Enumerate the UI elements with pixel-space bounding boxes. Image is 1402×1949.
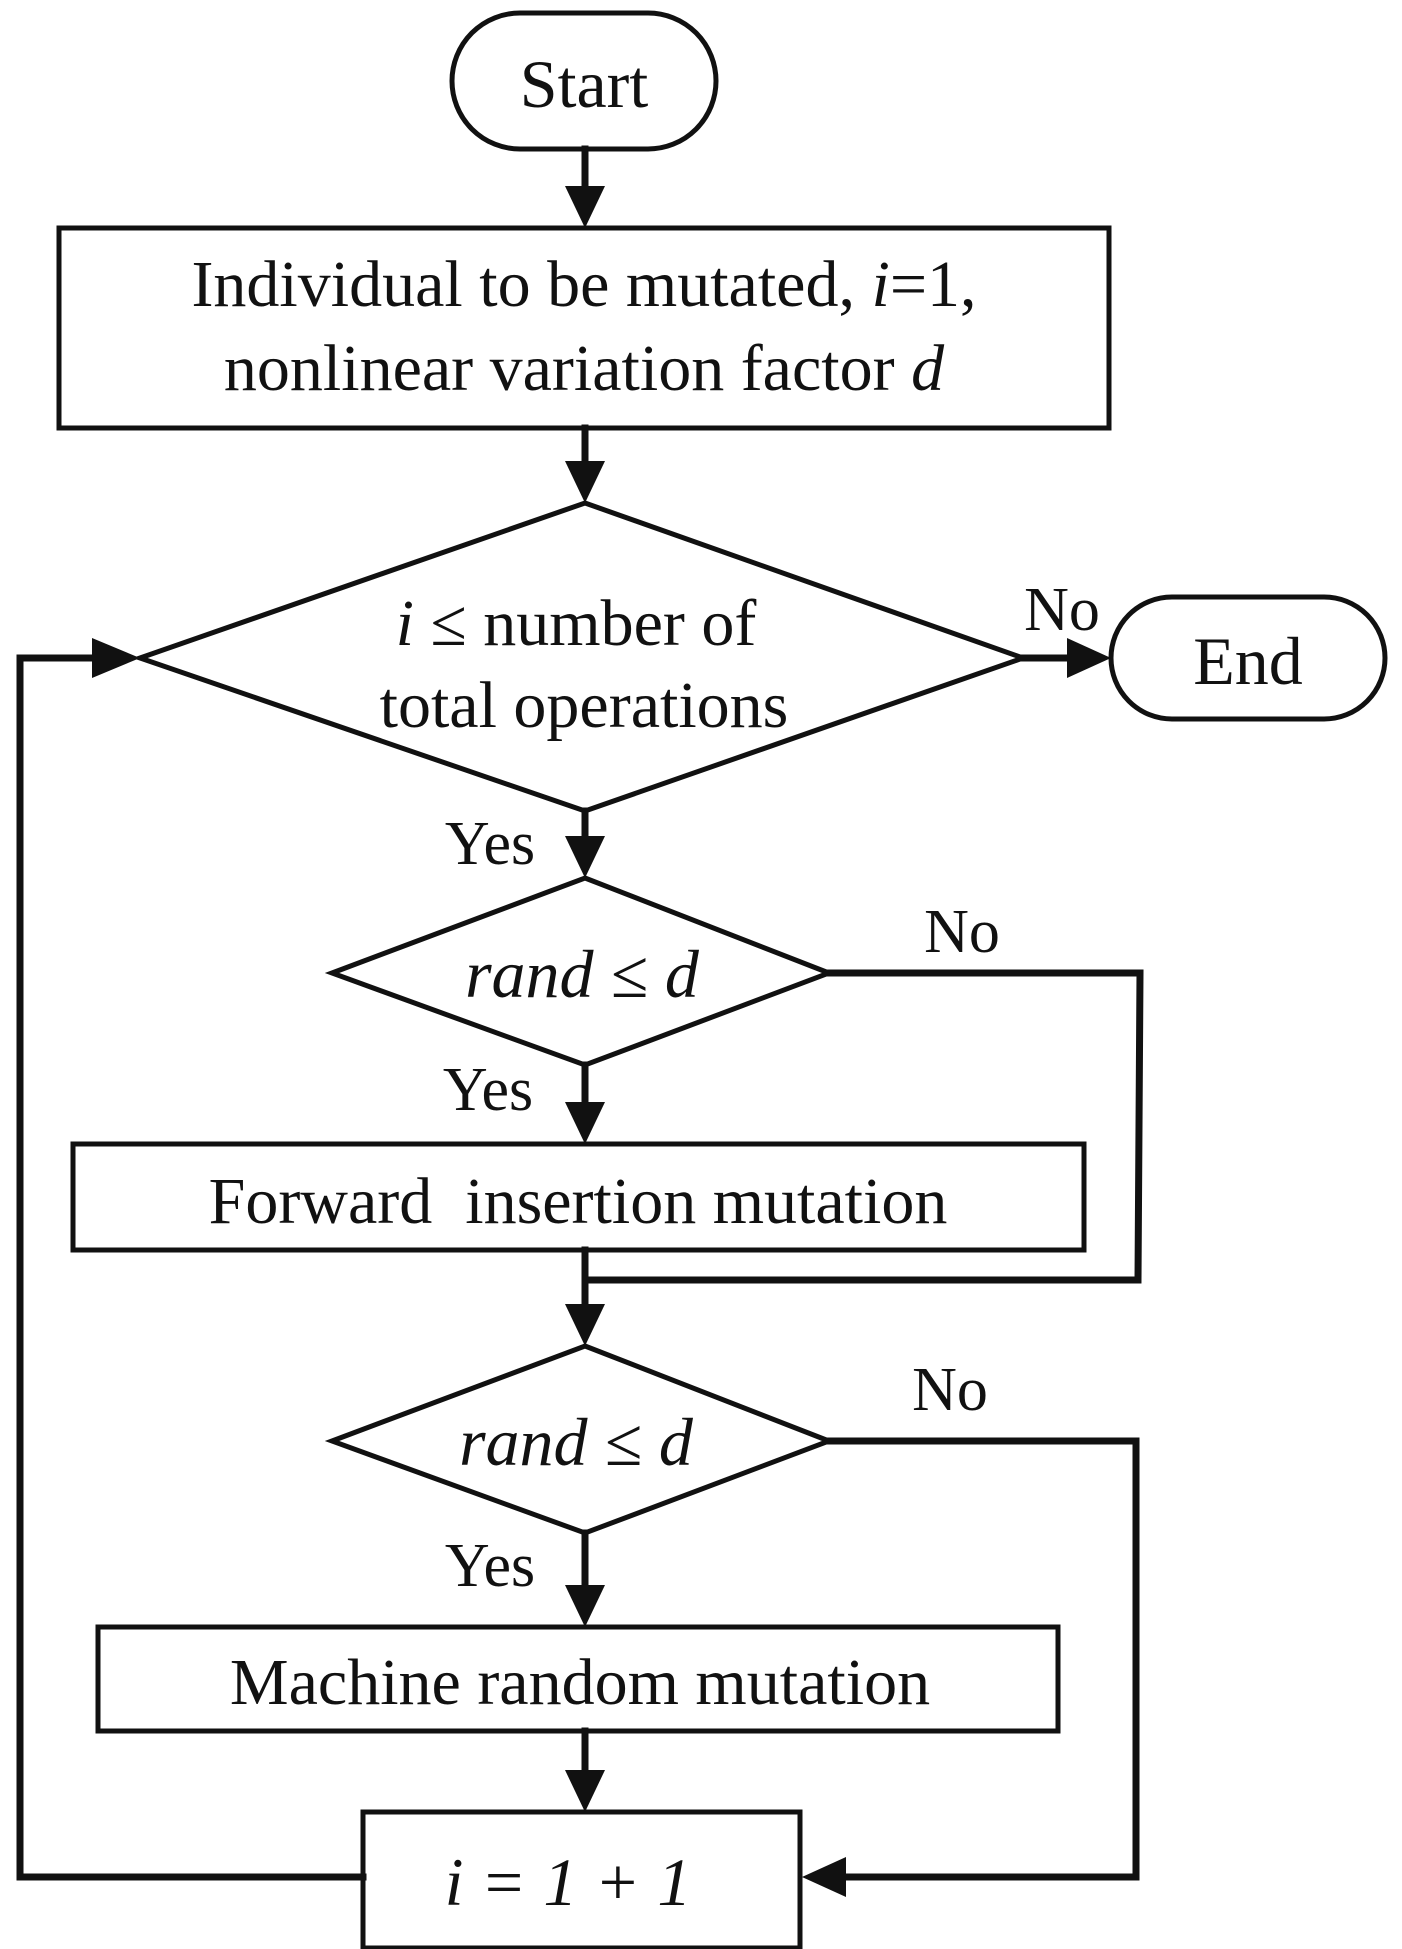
machine-condition-label: rand ≤ d: [459, 1404, 694, 1480]
init-process-box: [56, 225, 1112, 431]
arrowhead-cond2: [565, 836, 605, 878]
cond1-no-label: No: [1024, 576, 1100, 644]
start-label: Start: [520, 46, 649, 122]
arrowhead-cond1: [565, 461, 605, 503]
increment-label: i = 1 + 1: [445, 1844, 692, 1920]
cond2-no-label: No: [924, 898, 1000, 966]
increment-box: [360, 1809, 803, 1949]
cond3-no-label: No: [912, 1356, 988, 1424]
cond3-yes-label: Yes: [445, 1532, 535, 1600]
end-label: End: [1193, 623, 1303, 699]
arrowhead-end: [1067, 638, 1111, 678]
init-label-line2: nonlinear variation factor d: [224, 332, 945, 405]
arrowhead-forward: [565, 1102, 605, 1144]
init-label-line1: Individual to be mutated, i=1,: [191, 248, 976, 321]
forward-mutation-label: Forward insertion mutation: [209, 1165, 948, 1238]
arrowhead-machine: [565, 1585, 605, 1627]
edge-cond2-no-bypass: [581, 969, 1144, 1284]
edge-cond3-no-to-increment: [825, 1437, 1140, 1881]
loop-condition-line1: i ≤ number of: [396, 587, 757, 660]
arrowhead-increment-right: [802, 1857, 846, 1897]
cond1-yes-label: Yes: [445, 810, 535, 878]
cond2-yes-label: Yes: [443, 1056, 533, 1124]
loop-condition-line2: total operations: [380, 669, 789, 742]
arrowhead-init: [565, 186, 605, 228]
forward-mutation-box: [70, 1141, 1087, 1253]
arrowhead-loop-back: [92, 638, 140, 678]
forward-condition-label: rand ≤ d: [465, 936, 700, 1012]
arrowhead-increment-top: [565, 1770, 605, 1812]
arrowhead-cond3: [565, 1304, 605, 1346]
edge-loop-back: [16, 654, 367, 1881]
machine-mutation-box: [95, 1624, 1061, 1734]
machine-mutation-label: Machine random mutation: [230, 1646, 930, 1719]
